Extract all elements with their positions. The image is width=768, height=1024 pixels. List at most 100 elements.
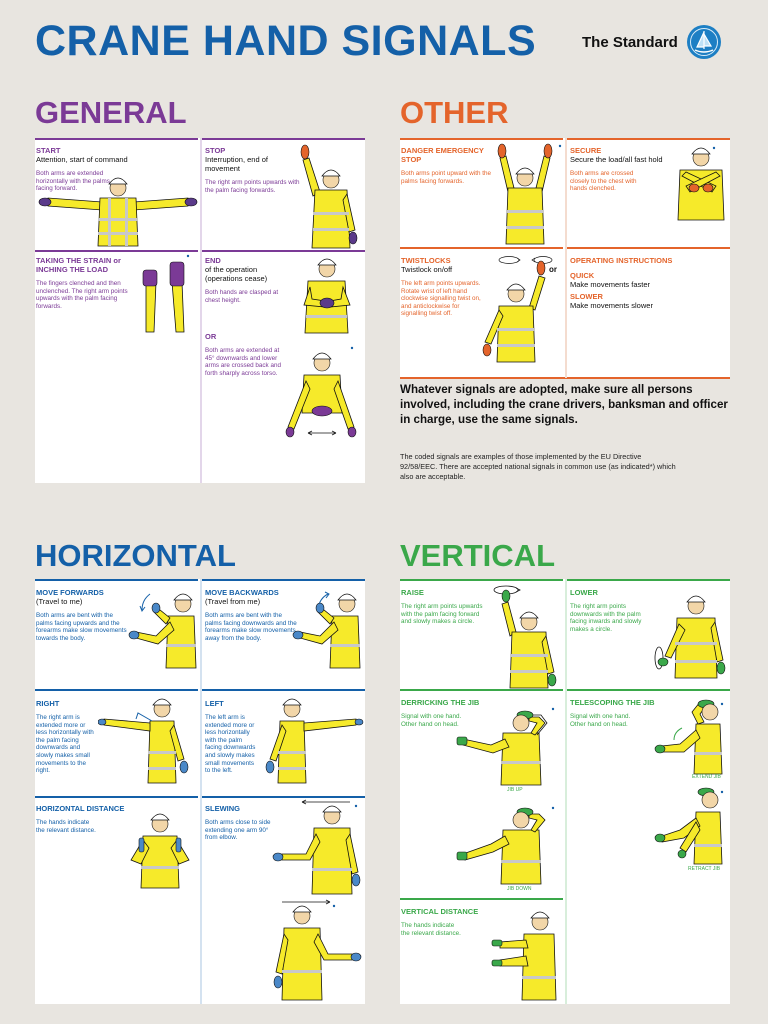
divider bbox=[565, 138, 567, 378]
signal-description: Signal with one hand. Other hand on head… bbox=[570, 713, 631, 728]
signal-quick-label: QUICK bbox=[570, 271, 595, 280]
worker-slewing-alt-illustration bbox=[273, 899, 362, 1001]
signal-title: TAKING THE STRAIN or INCHING THE LOAD bbox=[36, 256, 121, 274]
worker-twistlocks-illustration: or bbox=[482, 256, 557, 363]
twistlocks-or-label: or bbox=[549, 265, 557, 274]
signal-title: END bbox=[205, 256, 221, 265]
worker-horizontal-distance-illustration bbox=[130, 813, 190, 889]
signal-title: RIGHT bbox=[36, 699, 60, 708]
signal-description: Both arms are extended at 45° downwards … bbox=[205, 347, 281, 377]
signal-description: Both arms are bent with the palms facing… bbox=[205, 612, 297, 642]
signal-title: TWISTLOCKS bbox=[401, 256, 451, 265]
signal-subtitle: (Travel to me) bbox=[36, 597, 83, 606]
signal-description: Both arms point upward with the palms fa… bbox=[401, 170, 491, 185]
signal-title: STOP bbox=[205, 146, 226, 155]
signal-end: END of the operation (operations cease) … bbox=[205, 256, 285, 304]
signal-subtitle: Interruption, end of movement bbox=[205, 155, 268, 173]
signal-start: START Attention, start of command Both a… bbox=[36, 146, 196, 193]
signal-title: LOWER bbox=[570, 588, 598, 597]
divider bbox=[202, 138, 365, 140]
section-general-heading: GENERAL bbox=[35, 95, 187, 130]
signal-secure: SECURE Secure the load/all fast hold Bot… bbox=[570, 146, 665, 193]
signal-description: Both arms are bent with the palms facing… bbox=[36, 612, 127, 642]
worker-lower-illustration bbox=[654, 595, 726, 679]
signal-description: The hands indicate the relevant distance… bbox=[36, 819, 96, 834]
divider bbox=[567, 138, 730, 140]
worker-danger-illustration bbox=[497, 143, 562, 245]
signal-title: LEFT bbox=[205, 699, 224, 708]
worker-move-forwards-illustration bbox=[128, 593, 197, 669]
worker-start-illustration bbox=[38, 177, 198, 247]
retract-jib-caption: RETRACT JIB bbox=[688, 866, 721, 872]
statement-text: Whatever signals are adopted, make sure … bbox=[400, 383, 728, 426]
signal-horizontal-distance: HORIZONTAL DISTANCE The hands indicate t… bbox=[36, 804, 156, 834]
divider bbox=[200, 138, 202, 483]
divider bbox=[400, 579, 563, 581]
signal-description: Signal with one hand. Other hand on head… bbox=[401, 713, 462, 728]
worker-left-illustration bbox=[265, 698, 364, 784]
signal-description: The fingers clenched and then unclenched… bbox=[36, 280, 128, 310]
worker-jib-up-illustration: JIB UP bbox=[456, 707, 555, 793]
signal-title: TELESCOPING THE JIB bbox=[570, 698, 655, 707]
divider bbox=[35, 579, 198, 581]
section-vertical-heading: VERTICAL bbox=[400, 538, 555, 573]
signal-title: START bbox=[36, 146, 61, 155]
signal-title: HORIZONTAL DISTANCE bbox=[36, 804, 125, 813]
divider bbox=[567, 689, 730, 691]
worker-move-backwards-illustration bbox=[292, 591, 361, 669]
worker-end-illustration bbox=[303, 258, 351, 334]
divider bbox=[35, 796, 198, 798]
hands-strain-illustration bbox=[142, 254, 190, 333]
signal-title: OPERATING INSTRUCTIONS bbox=[570, 256, 673, 265]
worker-extend-jib-illustration: EXTEND JIB bbox=[654, 699, 724, 780]
brand-logo-icon bbox=[686, 24, 722, 60]
signal-subtitle: (Travel from me) bbox=[205, 597, 261, 606]
signal-stop: STOP Interruption, end of movement The r… bbox=[205, 146, 300, 194]
worker-right-illustration bbox=[98, 698, 189, 784]
worker-stop-illustration bbox=[300, 144, 358, 249]
divider bbox=[202, 250, 365, 252]
worker-slewing-illustration bbox=[272, 799, 361, 895]
divider bbox=[35, 689, 198, 691]
worker-vertical-distance-illustration bbox=[491, 911, 557, 1001]
divider bbox=[35, 138, 198, 140]
divider bbox=[200, 579, 202, 1004]
section-other-heading: OTHER bbox=[400, 95, 509, 130]
brand: The Standard bbox=[582, 24, 722, 60]
worker-end-alt-illustration bbox=[285, 346, 357, 438]
signal-title: DANGER EMERGENCY STOP bbox=[401, 146, 484, 164]
extend-jib-caption: EXTEND JIB bbox=[692, 774, 722, 780]
signal-raise: RAISE The right arm points upwards with … bbox=[401, 588, 486, 626]
signal-twistlocks: TWISTLOCKS Twistlock on/off The left arm… bbox=[401, 256, 481, 318]
signal-title: SLEWING bbox=[205, 804, 240, 813]
signal-title: SECURE bbox=[570, 146, 602, 155]
worker-secure-illustration bbox=[677, 146, 725, 221]
signal-slower-desc: Make movements slower bbox=[570, 301, 653, 310]
signal-left: LEFT The left arm is extended more or le… bbox=[205, 699, 260, 775]
signal-description: The right arm is extended more or less h… bbox=[36, 714, 94, 775]
section-horizontal-heading: HORIZONTAL bbox=[35, 538, 236, 573]
divider bbox=[565, 579, 567, 1004]
divider bbox=[400, 898, 563, 900]
signal-lower: LOWER The right arm points downwards wit… bbox=[570, 588, 655, 633]
signal-subtitle: Attention, start of command bbox=[36, 155, 128, 164]
signal-description: The left arm points upwards. Rotate wris… bbox=[401, 280, 481, 318]
signal-title: MOVE BACKWARDS bbox=[205, 588, 279, 597]
signal-subtitle: Twistlock on/off bbox=[401, 265, 453, 274]
signal-description: The right arm points upwards with the pa… bbox=[205, 179, 300, 194]
brand-name: The Standard bbox=[582, 33, 678, 51]
divider bbox=[202, 579, 365, 581]
signal-title: RAISE bbox=[401, 588, 424, 597]
divider bbox=[400, 247, 563, 249]
signal-description: Both arms close to side extending one ar… bbox=[205, 819, 271, 842]
signal-description: The right arm points upwards with the pa… bbox=[401, 603, 483, 626]
signal-end-alternative: OR Both arms are extended at 45° downwar… bbox=[205, 332, 285, 377]
signal-subtitle: of the operation (operations cease) bbox=[205, 265, 268, 283]
signal-slewing: SLEWING Both arms close to side extendin… bbox=[205, 804, 275, 842]
signal-description: The hands indicate the relevant distance… bbox=[401, 922, 461, 937]
signal-danger: DANGER EMERGENCY STOP Both arms point up… bbox=[401, 146, 491, 185]
divider bbox=[35, 250, 198, 252]
signal-strain: TAKING THE STRAIN or INCHING THE LOAD Th… bbox=[36, 256, 136, 310]
signal-subtitle: Secure the load/all fast hold bbox=[570, 155, 663, 164]
signal-description: The right arm points downwards with the … bbox=[570, 603, 642, 633]
